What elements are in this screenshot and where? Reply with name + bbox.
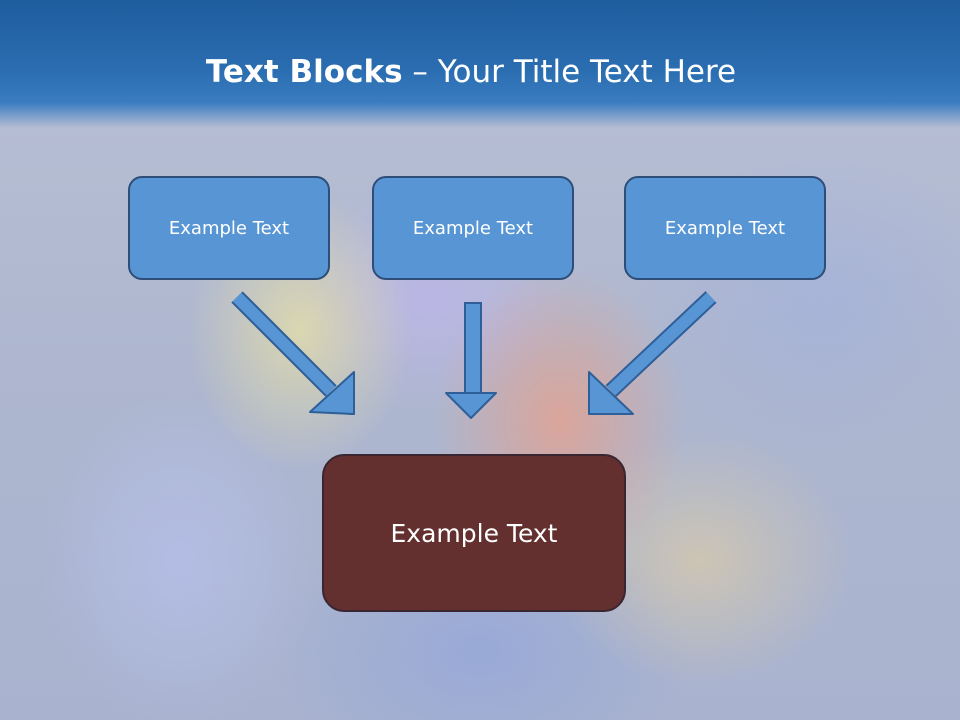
title-rest: Your Title Text Here	[437, 54, 737, 90]
slide-title: Text Blocks – Your Title Text Here	[0, 54, 942, 90]
text-block-1-label: Example Text	[168, 217, 290, 239]
text-block-1: Example Text	[128, 176, 330, 280]
text-block-2: Example Text	[372, 176, 574, 280]
target-block: Example Text	[322, 454, 626, 612]
title-bold: Text Blocks	[205, 54, 403, 90]
text-block-2-label: Example Text	[412, 217, 534, 239]
text-block-3-label: Example Text	[664, 217, 786, 239]
arrow-down-right-icon	[231, 291, 355, 415]
title-separator: –	[402, 54, 438, 90]
arrow-down-left-icon	[588, 291, 717, 415]
target-block-label: Example Text	[390, 518, 558, 548]
arrow-down-icon	[445, 302, 497, 419]
text-block-3: Example Text	[624, 176, 826, 280]
title-band	[0, 0, 960, 128]
